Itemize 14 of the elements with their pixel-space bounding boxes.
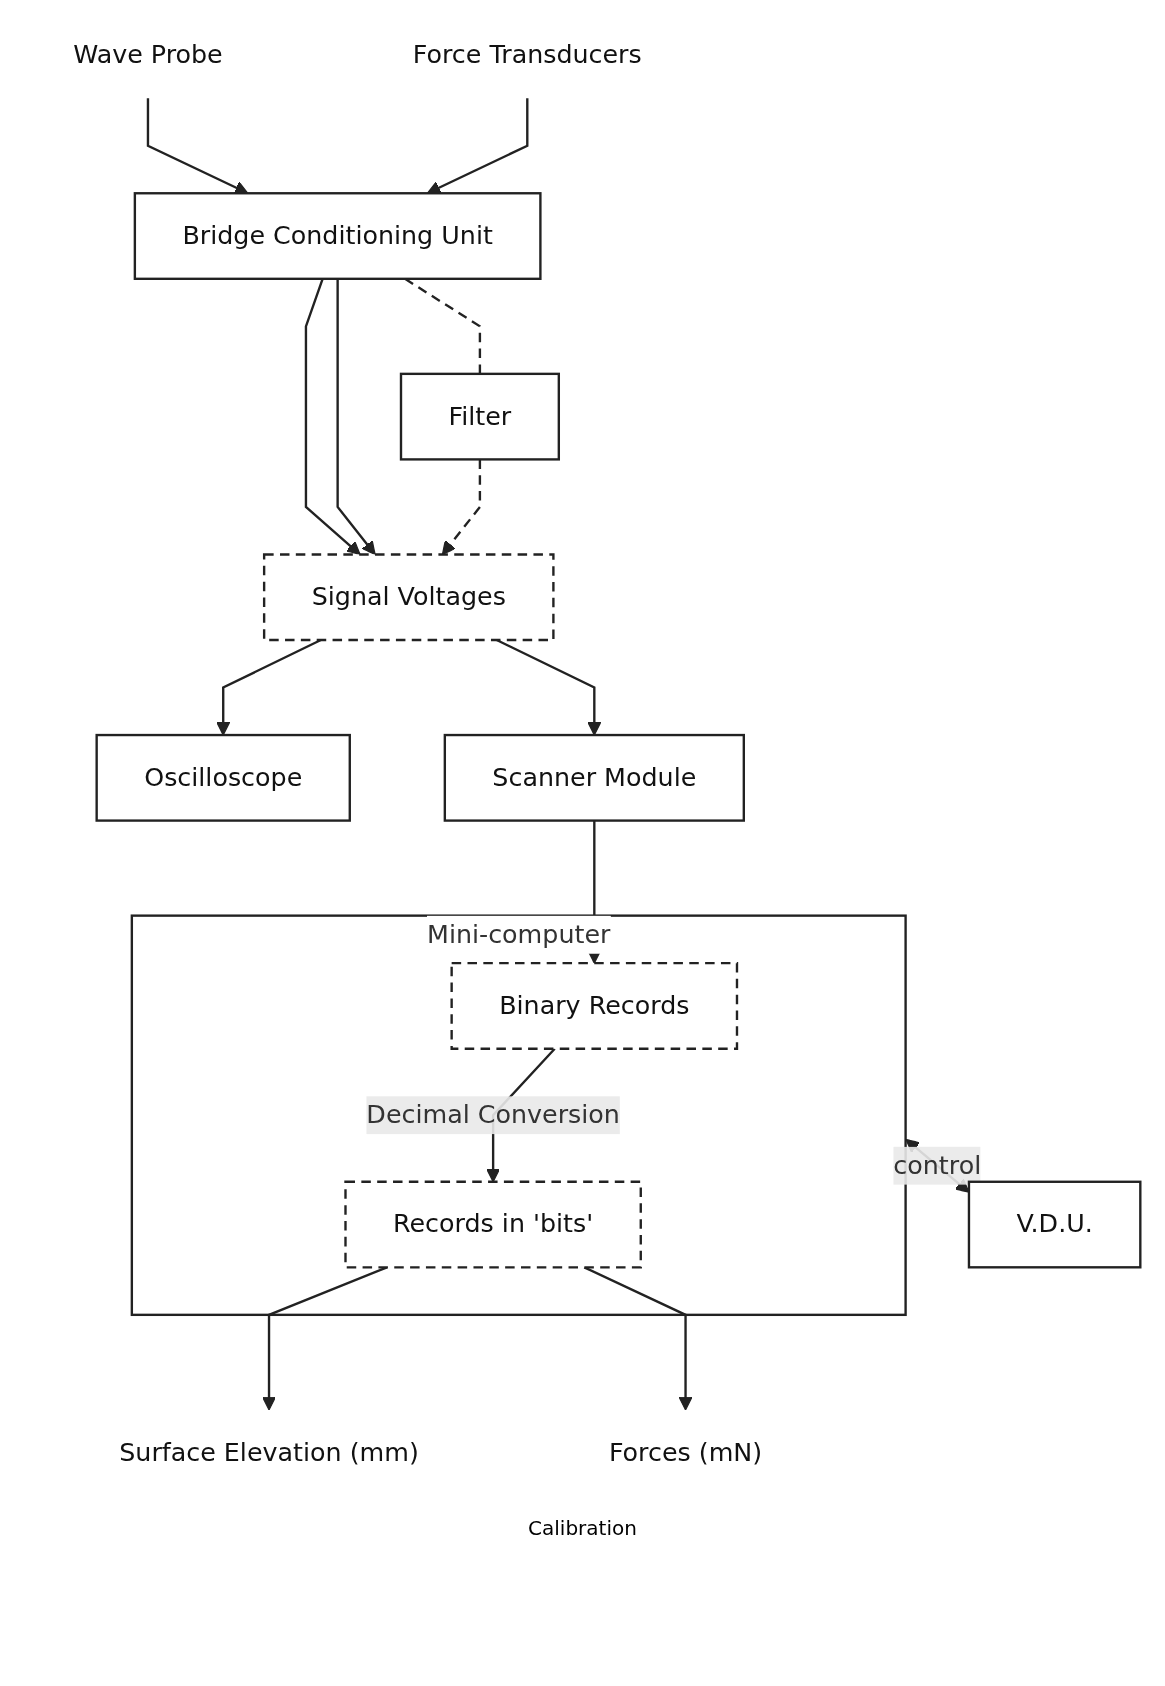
- node-box: Signal Voltages: [262, 553, 555, 642]
- node-box: Oscilloscope: [94, 733, 351, 822]
- note-label: Calibration: [528, 1516, 637, 1541]
- node-box: Filter: [399, 372, 560, 461]
- node-text: Wave Probe: [72, 39, 223, 70]
- edge-label: Decimal Conversion: [365, 1099, 620, 1130]
- node-box: Binary Records: [449, 961, 738, 1050]
- node-box: Scanner Module: [443, 733, 745, 822]
- node-text: Surface Elevation (mm): [118, 1436, 419, 1467]
- node-box: V.D.U.: [967, 1180, 1141, 1269]
- node-text: Force Transducers: [412, 39, 642, 70]
- node-box: Bridge Conditioning Unit: [133, 192, 542, 280]
- node-text: Forces (mN): [608, 1436, 762, 1467]
- node-box: Records in 'bits': [343, 1180, 642, 1269]
